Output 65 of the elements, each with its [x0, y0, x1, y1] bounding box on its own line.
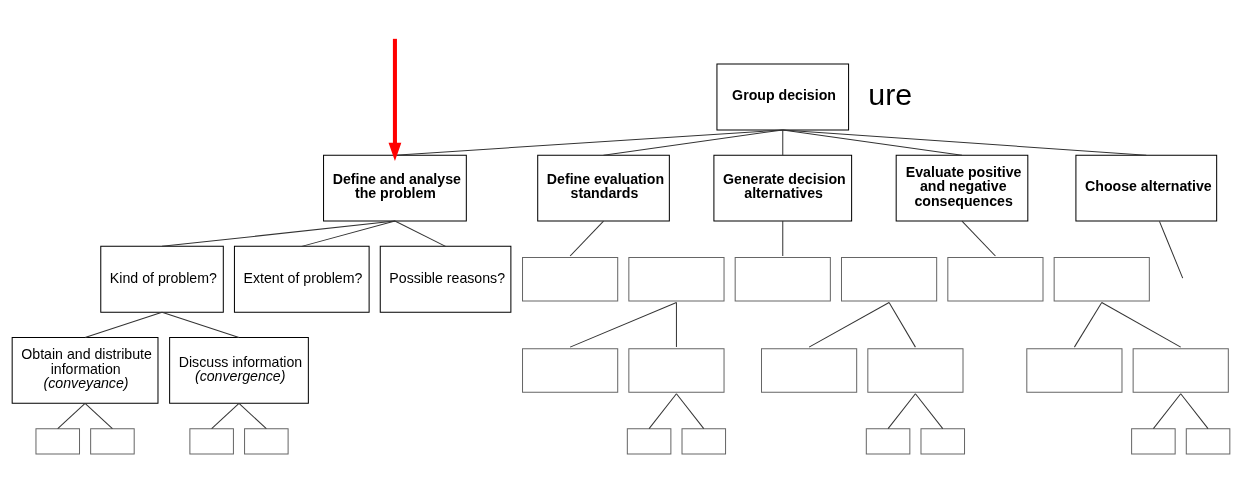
connector — [211, 402, 240, 430]
connector — [675, 393, 705, 430]
node-box — [1132, 348, 1229, 393]
node-box: Possible reasons? — [379, 245, 512, 313]
node-box — [1053, 257, 1150, 302]
node-box — [522, 348, 619, 393]
connector — [1158, 220, 1184, 279]
connector — [961, 220, 996, 257]
node-box: Generate decision alternatives — [713, 154, 853, 222]
connector — [84, 311, 163, 338]
node-box — [628, 348, 725, 393]
connector — [808, 302, 890, 348]
arrow — [388, 38, 402, 162]
node-box: Kind of problem? — [100, 245, 224, 313]
node-box — [734, 257, 831, 302]
node-box — [1185, 428, 1231, 455]
connector — [394, 220, 447, 247]
node-box — [947, 257, 1044, 302]
node-box — [761, 348, 858, 393]
label: ure — [868, 77, 913, 111]
node-box: Evaluate positive and negative consequences — [895, 154, 1029, 222]
node-box — [841, 257, 938, 302]
connector — [84, 402, 113, 430]
node-box: Discuss information (convergence) — [169, 337, 309, 404]
connector — [648, 393, 677, 430]
connector — [301, 220, 396, 247]
connector — [888, 302, 916, 348]
node-box — [865, 428, 911, 455]
node-box: Define and analyse the problem — [323, 154, 467, 222]
node-box — [90, 428, 135, 455]
connector — [603, 129, 784, 156]
node-box: Extent of problem? — [233, 245, 370, 313]
node-box: Define evaluation standards — [537, 154, 670, 222]
connector — [569, 220, 605, 257]
node-box — [1131, 428, 1176, 455]
connector — [782, 129, 963, 156]
node-box — [920, 428, 966, 455]
node-box — [244, 428, 289, 455]
connector — [238, 402, 267, 430]
connector — [675, 302, 677, 348]
connector — [887, 393, 916, 430]
connector — [914, 393, 944, 430]
connector — [569, 302, 677, 348]
node-box: Choose alternative — [1075, 154, 1218, 222]
connector — [57, 402, 86, 430]
connector — [782, 129, 1147, 156]
node-box: Group decision — [716, 63, 850, 131]
connector — [1073, 302, 1103, 348]
node-box — [681, 428, 727, 455]
node-box — [628, 257, 725, 302]
connector — [782, 220, 784, 257]
node-box — [626, 428, 672, 455]
connector — [394, 129, 784, 156]
connector — [1152, 393, 1182, 430]
connector — [161, 220, 396, 247]
node-box — [1026, 348, 1123, 393]
connector — [782, 129, 784, 156]
node-box — [35, 428, 80, 455]
connector — [1180, 393, 1209, 430]
connector — [161, 311, 240, 338]
node-box — [189, 428, 234, 455]
node-box — [867, 348, 964, 393]
connector — [1101, 302, 1182, 348]
node-box — [522, 257, 619, 302]
node-box: Obtain and distribute information (conveyance) — [11, 337, 159, 404]
